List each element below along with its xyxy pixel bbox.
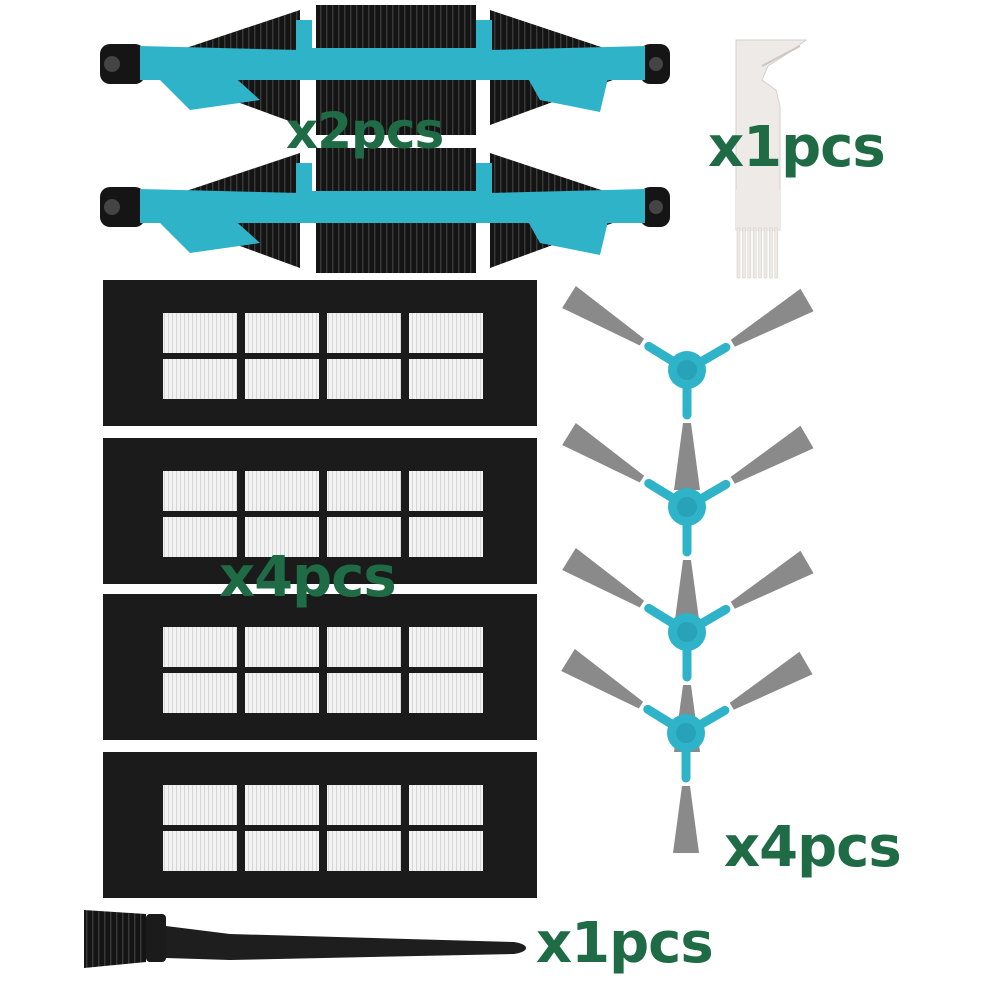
main-roller-brush: [100, 5, 670, 273]
three-arm-side-brush-icon: [562, 285, 814, 490]
comb-cleaning-tool-icon: [735, 39, 808, 279]
roller-brush-icon: [100, 5, 670, 135]
cleaning-brush-quantity-label: x1pcs: [536, 911, 714, 976]
small-cleaning-brush-icon: [84, 910, 526, 968]
three-arm-side-brush-icon: [562, 422, 814, 627]
side-brush: [561, 285, 814, 853]
filter-quantity-label: x4pcs: [219, 545, 397, 610]
hepa-filter: [103, 280, 537, 898]
three-arm-side-brush-icon: [561, 648, 813, 853]
cleaning-tool-quantity-label: x1pcs: [708, 115, 886, 180]
hepa-filter-icon: [103, 280, 537, 426]
hepa-filter-icon: [103, 752, 537, 898]
roller-brush-icon: [100, 148, 670, 273]
hepa-filter-icon: [103, 438, 537, 584]
side-brush-quantity-label: x4pcs: [724, 815, 902, 880]
main-brush-quantity-label: x2pcs: [286, 102, 444, 160]
hepa-filter-icon: [103, 594, 537, 740]
